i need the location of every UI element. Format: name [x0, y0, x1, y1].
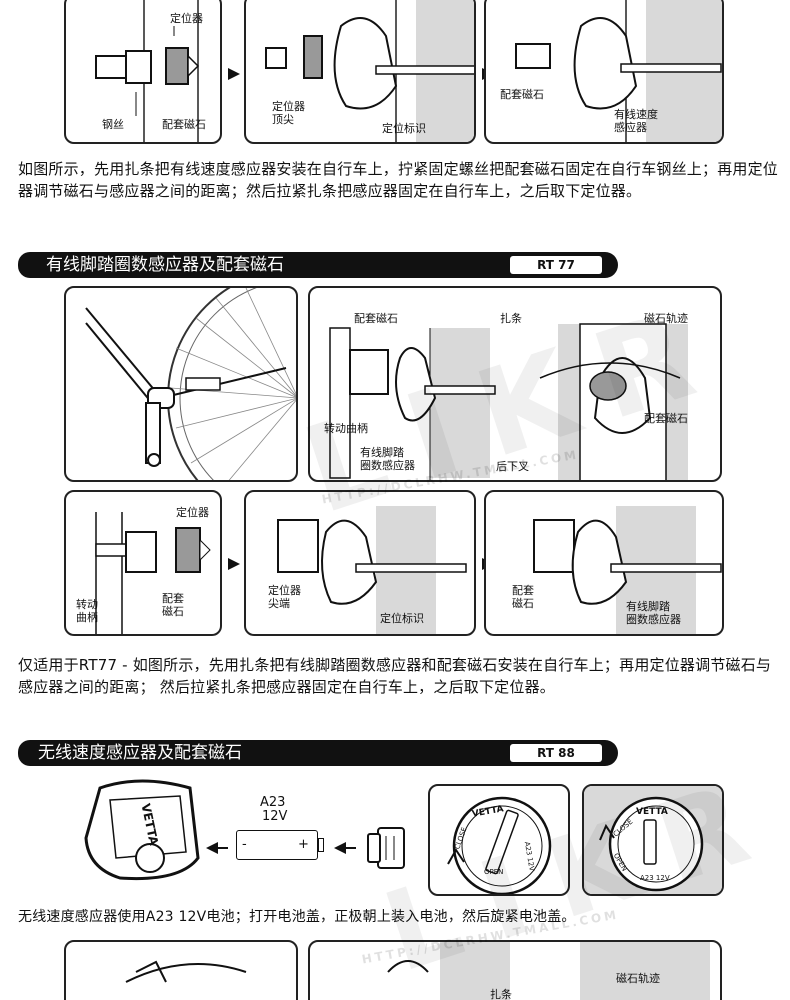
- speed-step3-illustration: [515, 0, 722, 142]
- speed-step2-illustration: [265, 0, 474, 142]
- cadence-step3-sensor-label: 有线脚踏 圈数感应器: [626, 600, 681, 626]
- cadence-detail-panel: 配套磁石 扎条 磁石轨迹 配套磁石 转动曲柄 有线脚踏 圈数感应器 后下叉: [308, 286, 722, 482]
- battery-voltage-label: 12V: [262, 809, 288, 824]
- speed-step2-locator-tip-label: 定位器 顶尖: [272, 100, 305, 126]
- battery-cap-icon: [367, 827, 405, 869]
- cadence-step1-illustration: [95, 512, 211, 634]
- cadence-section-header: 有线脚踏圈数感应器及配套磁石 RT 77: [18, 252, 778, 278]
- cadence-detail-magnet2-label: 配套磁石: [644, 412, 688, 425]
- battery-illustration: A23 12V - +: [232, 796, 328, 868]
- cadence-step2-locator-tip-label: 定位器 尖端: [268, 584, 301, 610]
- cadence-step1-panel: 定位器 转动 曲柄 配套 磁石: [64, 490, 222, 636]
- cadence-detail-illustration: [329, 323, 688, 480]
- cadence-step2-mark-label: 定位标识: [380, 612, 424, 625]
- cadence-section-title: 有线脚踏圈数感应器及配套磁石: [18, 252, 518, 278]
- speed-step1-illustration: [95, 0, 200, 142]
- arrow-left-icon: [334, 842, 346, 854]
- cadence-step1-locator-label: 定位器: [176, 506, 209, 519]
- battery-open-open-label: OPEN: [484, 868, 504, 876]
- speed-instructions-text: 如图所示，先用扎条把有线速度感应器安装在自行车上，拧紧固定螺丝把配套磁石固定在自…: [18, 160, 779, 200]
- battery-closed-battery-label: A23 12V: [640, 874, 670, 882]
- battery-plus-label: +: [298, 837, 309, 852]
- cadence-bike-panel: [64, 286, 298, 482]
- bike-frame-illustration: [85, 288, 296, 480]
- wireless-section-header: 无线速度感应器及配套磁石 RT 88: [18, 740, 778, 766]
- wireless-track-panel: 扎条 磁石轨迹: [308, 940, 722, 1000]
- cadence-step3-magnet-label: 配套 磁石: [512, 584, 534, 610]
- cadence-step3-panel: 配套 磁石 有线脚踏 圈数感应器: [484, 490, 724, 636]
- wireless-model-code: RT 88: [510, 744, 602, 762]
- battery-closed-panel: VETTA CLOSE OPEN A23 12V: [582, 784, 724, 896]
- speed-step2-panel: 定位器 顶尖 定位标识: [244, 0, 476, 144]
- battery-type-label: A23: [260, 795, 286, 810]
- battery-terminal: [318, 838, 324, 852]
- speed-step3-panel: 配套磁石 有线速度 感应器: [484, 0, 724, 144]
- speed-step1-magnet-label: 配套磁石: [162, 118, 206, 131]
- cadence-detail-chainstay-label: 后下叉: [496, 460, 529, 473]
- battery-minus-label: -: [242, 837, 247, 852]
- wireless-sensor-body: [84, 779, 200, 881]
- cadence-detail-magnet-label: 配套磁石: [354, 312, 398, 325]
- wireless-track-label: 磁石轨迹: [616, 972, 660, 985]
- speed-step2-mark-label: 定位标识: [382, 122, 426, 135]
- cadence-step1-crank-label: 转动 曲柄: [76, 598, 98, 624]
- arrow-right-icon: [228, 68, 240, 80]
- wireless-zip-label: 扎条: [490, 988, 512, 1000]
- cadence-detail-zip-label: 扎条: [500, 312, 522, 325]
- cadence-instructions-text: 仅适用于RT77 - 如图所示，先用扎条把有线脚踏圈数感应器和配套磁石安装在自行…: [18, 656, 772, 696]
- wireless-mount-illustration: [125, 960, 247, 983]
- wireless-sensor-illustration: VETTA: [80, 778, 210, 888]
- cadence-step3-illustration: [533, 506, 722, 634]
- cadence-detail-track-label: 磁石轨迹: [644, 312, 688, 325]
- battery-open-panel: VETTA CLOSE OPEN A23 12V: [428, 784, 570, 896]
- wireless-track-illustration: [387, 942, 710, 1000]
- cadence-step2-panel: 定位器 尖端 定位标识: [244, 490, 476, 636]
- speed-step3-magnet-label: 配套磁石: [500, 88, 544, 101]
- arrow-shaft: [216, 847, 228, 849]
- battery-cover-open-illustration: [447, 796, 552, 894]
- battery-closed-brand: VETTA: [636, 807, 668, 817]
- cadence-detail-sensor-label: 有线脚踏 圈数感应器: [360, 446, 415, 472]
- arrow-right-icon: [228, 558, 240, 570]
- speed-step1-spoke-label: 钢丝: [102, 118, 124, 131]
- wireless-instructions-text: 无线速度感应器使用A23 12V电池；打开电池盖，正极朝上装入电池，然后旋紧电池…: [18, 909, 576, 925]
- speed-step1-panel: 定位器 钢丝 配套磁石: [64, 0, 222, 144]
- arrow-shaft: [344, 847, 356, 849]
- arrow-left-icon: [206, 842, 218, 854]
- cadence-detail-crank-label: 转动曲柄: [324, 422, 368, 435]
- cadence-step2-illustration: [277, 506, 467, 634]
- battery-body: [236, 830, 318, 860]
- cadence-step1-magnet-label: 配套 磁石: [162, 592, 184, 618]
- wireless-mount-panel: [64, 940, 298, 1000]
- speed-step1-locator-label: 定位器: [170, 12, 203, 25]
- battery-cover-closed-illustration: [584, 786, 722, 894]
- battery-cap-illustration: [362, 826, 412, 870]
- wireless-section-title: 无线速度感应器及配套磁石: [18, 740, 518, 766]
- speed-step3-sensor-label: 有线速度 感应器: [614, 108, 658, 134]
- cadence-model-code: RT 77: [510, 256, 602, 274]
